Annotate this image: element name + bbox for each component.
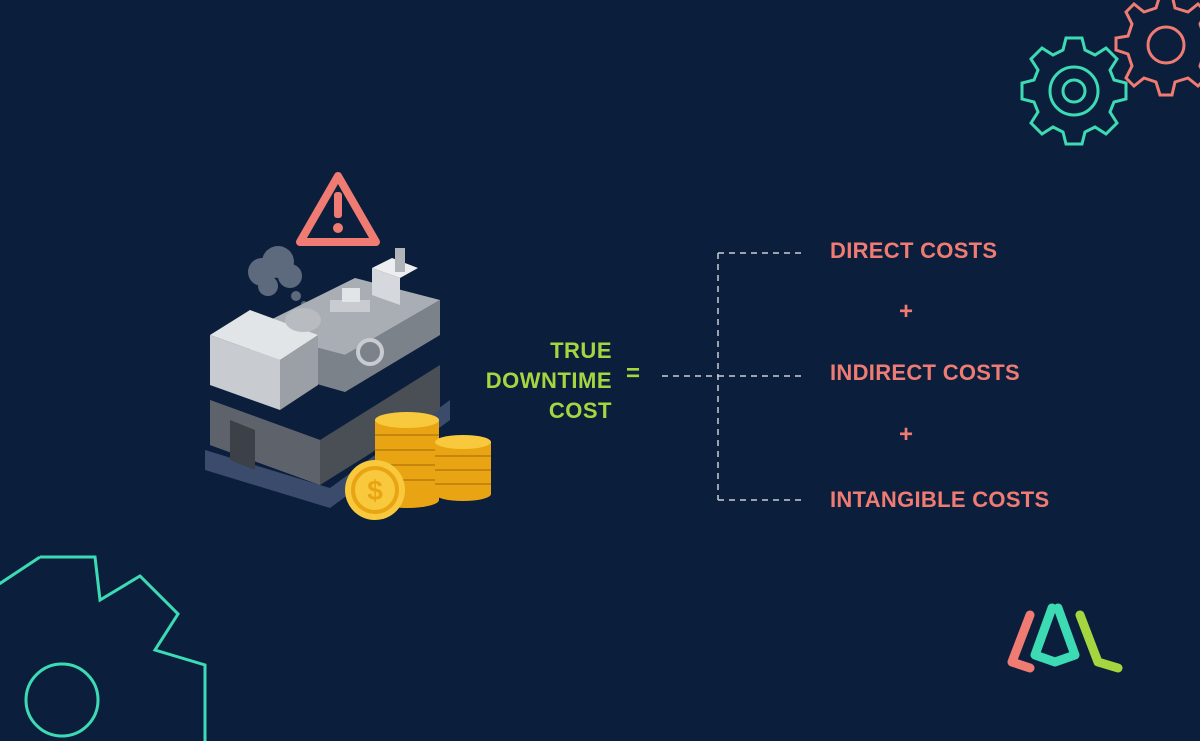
svg-text:$: $ [367, 475, 383, 506]
gear-icon-teal [1020, 36, 1128, 146]
gear-icon-coral [1114, 0, 1200, 97]
dollar-coin-icon: $ [345, 460, 405, 520]
brand-logo-icon [1007, 603, 1123, 673]
lhs-line-3: COST [548, 398, 612, 423]
term-direct-costs: DIRECT COSTS [830, 238, 998, 263]
term-indirect-costs: INDIRECT COSTS [830, 360, 1020, 385]
smoke-cloud-icon [248, 246, 307, 307]
warning-icon [296, 172, 380, 246]
term-intangible-costs: INTANGIBLE COSTS [830, 487, 1050, 512]
lathe-machine-icon [205, 248, 450, 508]
lhs-line-2: DOWNTIME [485, 368, 612, 393]
plus-sign-2: + [899, 421, 914, 448]
true-downtime-cost-label: TRUE DOWNTIME COST [450, 336, 612, 426]
lhs-line-1: TRUE [550, 338, 612, 363]
gear-icon-large [0, 555, 207, 741]
bracket-connector [662, 252, 805, 501]
plus-sign-1: + [899, 298, 914, 325]
equals-sign: = [626, 360, 641, 387]
